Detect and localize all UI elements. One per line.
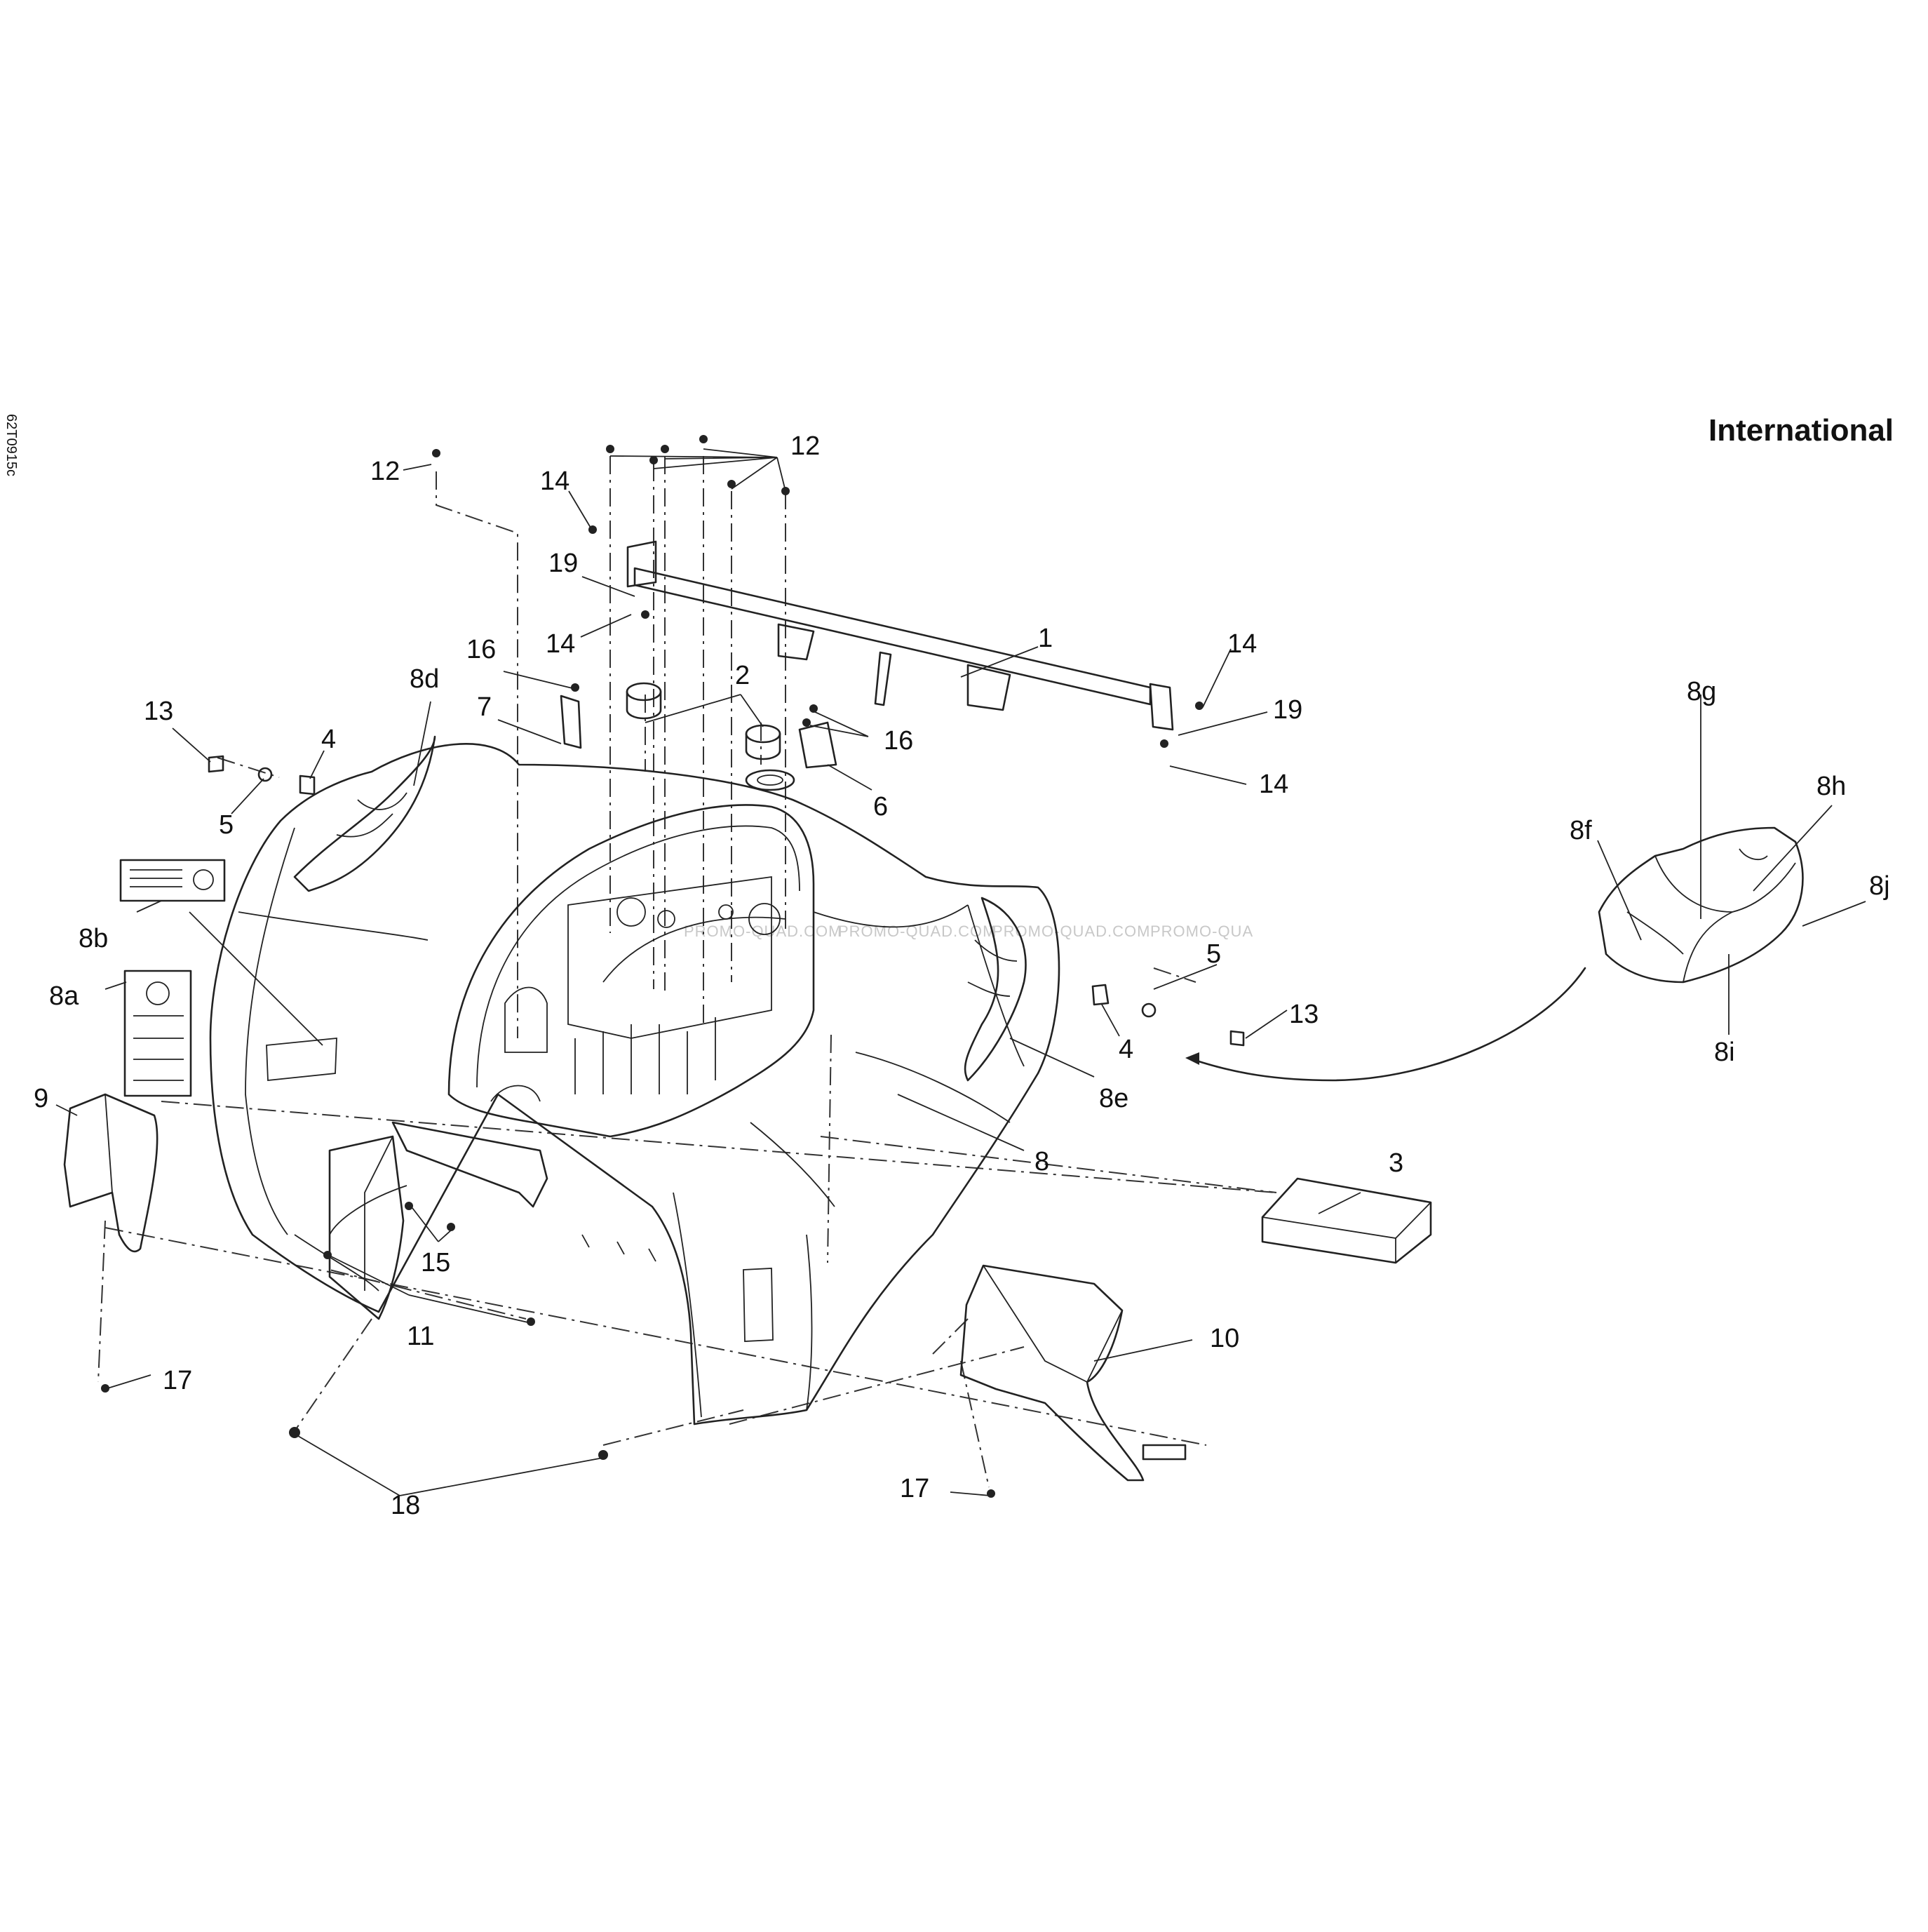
callout-18: 18 [391,1491,420,1520]
callout-6: 6 [873,792,888,821]
callout-8f: 8f [1570,816,1592,845]
storage-compartment [447,804,815,1138]
brackets [560,695,837,769]
callout-5-left: 5 [219,810,234,840]
callout-4-right: 4 [1119,1035,1133,1064]
watermark-1: PROMO-QUAD.COM [684,923,842,940]
callout-5-right: 5 [1206,939,1221,969]
callout-12-left: 12 [370,457,400,486]
callout-13-right: 13 [1289,1000,1319,1029]
callout-labels: 1 2 3 4 4 5 5 6 7 8 8a 8b 8d 8e 8f 8g 8h… [34,431,1890,1520]
callout-17-left: 17 [163,1366,192,1395]
callout-14-right-top: 14 [1227,629,1257,659]
callout-8e: 8e [1099,1084,1128,1113]
front-fender-body [209,735,1060,1425]
watermark-4: PROMO-QUA [1150,923,1253,940]
callout-8d: 8d [410,664,439,694]
callout-8b: 8b [79,924,108,953]
diagram-title: International [1708,413,1894,448]
leader-lines [55,448,1866,1496]
callout-15: 15 [421,1248,450,1277]
drawing-code: 62T0915c [4,414,19,476]
callout-19-left: 19 [548,549,578,578]
callout-12-top: 12 [790,431,820,461]
callout-8h: 8h [1816,772,1846,801]
callout-4-left: 4 [321,725,336,754]
callout-9: 9 [34,1084,48,1113]
callout-10: 10 [1210,1324,1239,1353]
callout-13-left: 13 [144,697,173,726]
pad-part [1261,1177,1432,1264]
callout-3: 3 [1389,1148,1403,1178]
grommets [626,682,795,791]
inset-decal-set [1185,826,1804,1082]
callout-8: 8 [1034,1147,1049,1176]
callout-1: 1 [1038,624,1053,653]
callout-8i: 8i [1714,1038,1735,1067]
bolts [101,435,1204,1498]
assembly-lines [97,456,1277,1488]
callout-7: 7 [477,692,492,722]
callout-17-right: 17 [900,1474,929,1503]
callout-8g: 8g [1687,677,1716,706]
callout-8a: 8a [49,981,79,1011]
left-side-panels [63,1093,548,1320]
callout-11: 11 [407,1322,434,1351]
callout-16-right: 16 [884,726,913,756]
callout-14-mid: 14 [546,629,575,659]
warning-decals [119,859,226,1097]
callout-2: 2 [735,661,750,690]
callout-14-top: 14 [540,467,569,496]
right-side-panel [959,1264,1187,1482]
callout-19-right: 19 [1273,695,1302,725]
callout-14-right-bottom: 14 [1259,770,1288,799]
support-bar [626,540,1174,731]
fasteners [208,755,1245,1047]
callout-8j: 8j [1869,871,1890,901]
callout-16-left: 16 [466,635,496,664]
watermark-3: PROMO-QUAD.COM [992,923,1150,940]
